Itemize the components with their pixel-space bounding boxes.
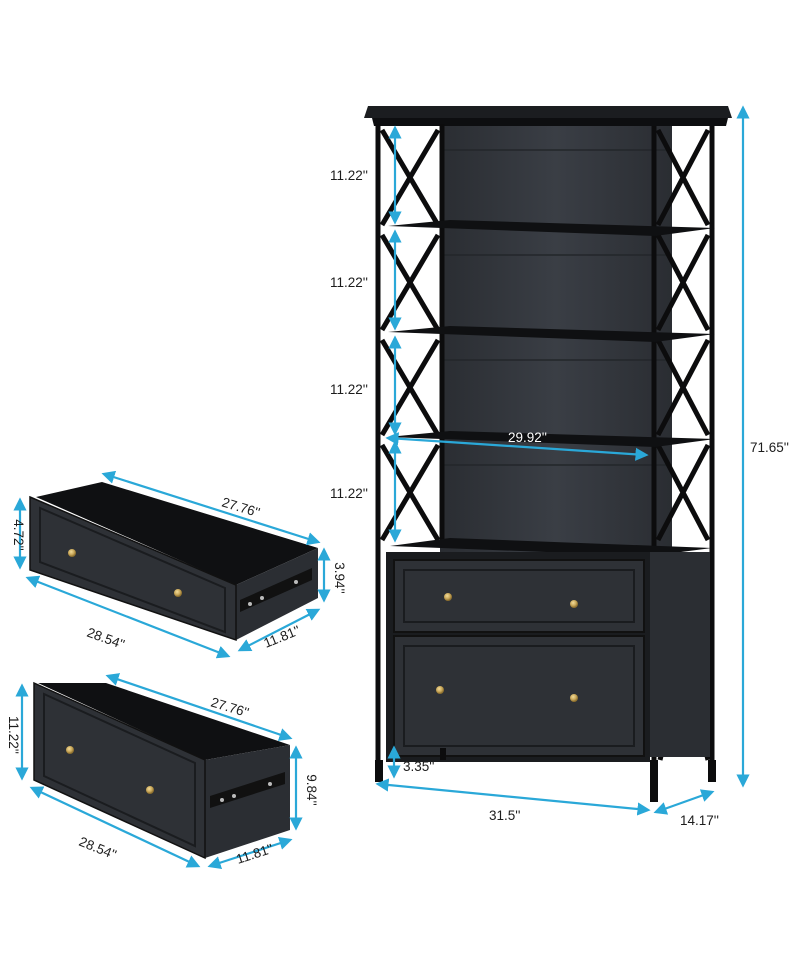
large-drawer-side [205, 745, 290, 858]
bookcase-dimension-lines [375, 105, 750, 816]
knob [68, 549, 76, 557]
width-line [375, 778, 651, 816]
bookcase [364, 106, 732, 802]
small-drawer [29, 482, 318, 642]
small-front-height-label: 4.72'' [11, 519, 26, 550]
large-inner-height-label: 9.84'' [304, 774, 319, 805]
bookcase-top [364, 106, 732, 118]
bookcase-drawer-upper [393, 559, 645, 633]
knob [174, 589, 182, 597]
width-label: 31.5'' [489, 808, 520, 823]
inner-width-label: 29.92'' [508, 430, 547, 445]
large-inner-depth-line [105, 673, 293, 741]
large-side-depth-line [207, 836, 293, 870]
bookcase-drawer-lower [393, 635, 645, 757]
total-height-label: 71.65'' [750, 440, 789, 455]
small-side-depth-line [237, 608, 321, 652]
small-front-width-line [25, 575, 231, 659]
inner-width-line [385, 432, 649, 461]
large-drawer [33, 681, 290, 860]
small-drawer-dimension-lines [13, 470, 331, 659]
shelf-spacing-label-3: 11.22'' [330, 382, 368, 397]
small-inner-depth-line [101, 470, 321, 546]
shelf-spacing-label-4: 11.22'' [330, 486, 368, 501]
small-front-width-label: 28.54'' [85, 625, 127, 652]
cabinet-side [650, 552, 710, 757]
knob [436, 686, 444, 694]
bookcase-labels: 11.22'' 11.22'' 11.22'' 11.22'' 29.92'' … [330, 168, 789, 828]
knob [444, 593, 452, 601]
knob [146, 786, 154, 794]
large-front-width-label: 28.54'' [77, 834, 119, 862]
shelf-2 [388, 326, 715, 342]
leg-clearance-label: 3.35'' [403, 759, 434, 774]
shelf-spacing-label-2: 11.22'' [330, 275, 368, 290]
depth-label: 14.17'' [680, 813, 719, 828]
shelf-spacing-label-1: 11.22'' [330, 168, 368, 183]
small-side-depth-label: 11.81'' [262, 623, 303, 651]
large-drawer-runner [210, 772, 285, 808]
back-panel-planks [440, 149, 672, 466]
knob [570, 694, 578, 702]
small-drawer-runner [240, 568, 312, 612]
knob [66, 746, 74, 754]
shelf-4 [390, 538, 712, 556]
large-drawer-dimension-lines [15, 673, 303, 870]
large-front-width-line [29, 786, 201, 868]
small-inner-height-label: 3.94'' [332, 562, 347, 593]
depth-line [653, 789, 715, 815]
bookcase-legs [375, 748, 716, 802]
knob [570, 600, 578, 608]
large-front-height-label: 11.22'' [6, 716, 21, 754]
shelf-1 [388, 220, 715, 236]
